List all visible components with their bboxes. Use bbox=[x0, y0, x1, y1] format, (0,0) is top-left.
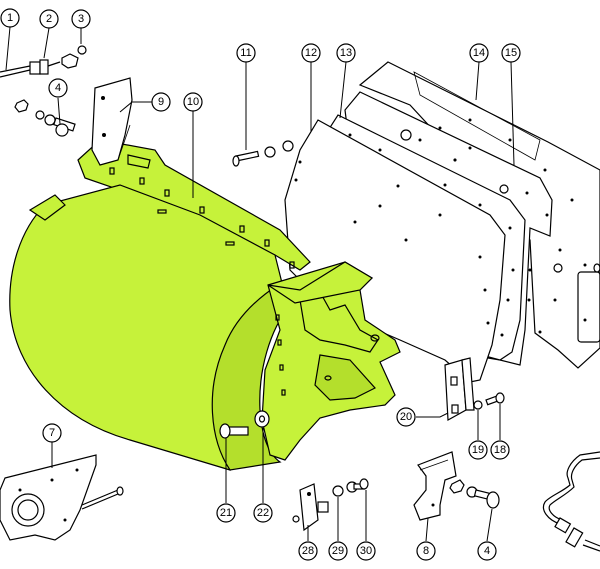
bolt-21 bbox=[219, 423, 249, 439]
bolt-30 bbox=[353, 478, 369, 490]
callout-30: 30 bbox=[356, 541, 376, 561]
callout-2: 2 bbox=[39, 9, 59, 29]
svg-text:22: 22 bbox=[257, 507, 269, 519]
svg-text:14: 14 bbox=[473, 47, 485, 59]
callout-11: 11 bbox=[236, 43, 256, 63]
callout-1: 1 bbox=[0, 8, 20, 28]
svg-text:15: 15 bbox=[505, 47, 517, 59]
svg-text:1: 1 bbox=[7, 12, 13, 24]
plate-7 bbox=[0, 454, 124, 541]
svg-text:4: 4 bbox=[484, 545, 490, 557]
callout-28: 28 bbox=[298, 541, 318, 561]
callout-22: 22 bbox=[253, 503, 273, 523]
bracket-8 bbox=[413, 451, 457, 521]
callout-9: 9 bbox=[151, 92, 171, 112]
callout-14: 14 bbox=[469, 43, 489, 63]
bolt-4-upper bbox=[14, 99, 76, 137]
fitting-2 bbox=[29, 59, 61, 75]
callout-20: 20 bbox=[396, 407, 416, 427]
callout-7: 7 bbox=[42, 423, 62, 443]
callout-4-upper: 4 bbox=[48, 78, 68, 98]
svg-text:20: 20 bbox=[400, 411, 412, 423]
callout-18: 18 bbox=[490, 440, 510, 460]
svg-text:21: 21 bbox=[220, 507, 232, 519]
callout-10: 10 bbox=[183, 92, 203, 112]
bracket-9 bbox=[91, 77, 133, 166]
clip-28 bbox=[292, 483, 329, 532]
callout-13: 13 bbox=[336, 43, 356, 63]
washer-29 bbox=[332, 481, 358, 497]
callout-12: 12 bbox=[301, 43, 321, 63]
svg-text:2: 2 bbox=[46, 13, 52, 25]
hose-assembly bbox=[542, 451, 600, 552]
svg-text:28: 28 bbox=[302, 545, 314, 557]
cable-1 bbox=[0, 65, 31, 78]
bracket-20 bbox=[444, 357, 475, 421]
callout-29: 29 bbox=[328, 541, 348, 561]
callout-19: 19 bbox=[468, 440, 488, 460]
svg-text:3: 3 bbox=[78, 13, 84, 25]
svg-text:30: 30 bbox=[360, 545, 372, 557]
callout-15: 15 bbox=[501, 43, 521, 63]
svg-text:7: 7 bbox=[49, 427, 55, 439]
bolt-18 bbox=[485, 392, 505, 406]
svg-text:19: 19 bbox=[472, 444, 484, 456]
svg-text:11: 11 bbox=[240, 47, 251, 59]
callout-3: 3 bbox=[71, 9, 91, 29]
svg-text:10: 10 bbox=[187, 96, 199, 108]
washer-19 bbox=[473, 400, 483, 410]
svg-text:13: 13 bbox=[340, 47, 352, 59]
svg-text:8: 8 bbox=[423, 545, 429, 557]
svg-text:4: 4 bbox=[55, 82, 61, 94]
callout-4-lower: 4 bbox=[477, 541, 497, 561]
leader-lines bbox=[5, 26, 515, 542]
panel-14 bbox=[358, 61, 600, 369]
nut-3 bbox=[61, 45, 87, 69]
washer-22 bbox=[254, 410, 270, 428]
bolt-11 bbox=[232, 140, 294, 167]
svg-text:29: 29 bbox=[332, 545, 344, 557]
svg-text:9: 9 bbox=[158, 96, 164, 108]
svg-text:18: 18 bbox=[494, 444, 506, 456]
bolt-4-lower bbox=[449, 479, 500, 509]
callout-8: 8 bbox=[416, 541, 436, 561]
svg-text:12: 12 bbox=[305, 47, 317, 59]
callout-21: 21 bbox=[216, 503, 236, 523]
